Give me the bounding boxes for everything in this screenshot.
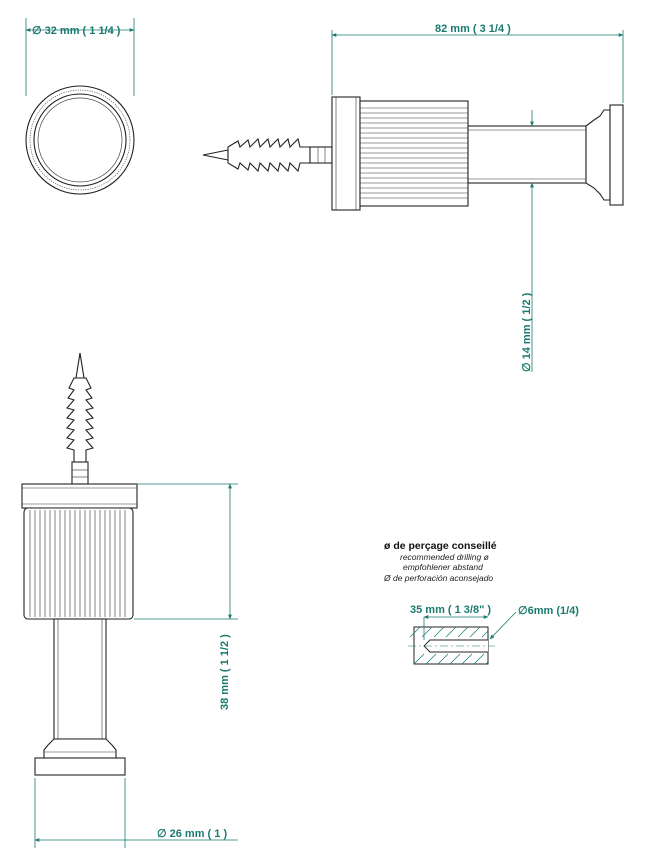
stem-diameter-dimension: ∅ 14 mm ( 1/2 ) xyxy=(521,110,534,372)
drilling-line-es: Ø de perforación aconsejado xyxy=(383,573,493,583)
drilling-note: ø de perçage conseillé recommended drill… xyxy=(383,540,497,583)
knurl-lines-vertical xyxy=(29,510,126,617)
side-height-label: 38 mm ( 1 1/2 ) xyxy=(219,634,231,710)
end-view xyxy=(25,85,135,195)
side-view-horizontal xyxy=(202,96,624,211)
stem-diameter-label: ∅ 14 mm ( 1/2 ) xyxy=(521,292,533,372)
drilling-line-en: recommended drilling ø xyxy=(400,552,489,562)
base-diameter-label: ∅ 26 mm ( 1 ) xyxy=(157,828,227,840)
top-length-dimension: 82 mm ( 3 1/4 ) xyxy=(331,23,624,103)
side-height-dimension: 38 mm ( 1 1/2 ) xyxy=(134,483,238,710)
drilling-depth-label: 35 mm ( 1 3/8" ) xyxy=(410,604,491,616)
knurl-lines-horizontal xyxy=(360,107,468,199)
top-diameter-label: ∅ 32 mm ( 1 1/4 ) xyxy=(32,25,121,37)
drilling-line-de: empfohlener abstand xyxy=(403,562,483,572)
drilling-hole-label: ∅6mm (1/4) xyxy=(518,605,579,617)
top-length-label: 82 mm ( 3 1/4 ) xyxy=(435,23,511,35)
base-diameter-dimension: ∅ 26 mm ( 1 ) xyxy=(34,778,238,848)
side-view-vertical xyxy=(21,352,138,776)
top-diameter-dimension: ∅ 32 mm ( 1 1/4 ) xyxy=(25,18,135,96)
drill-hole-section: 35 mm ( 1 3/8" ) ∅6mm (1/4) xyxy=(408,604,579,665)
drilling-title: ø de perçage conseillé xyxy=(384,540,497,552)
